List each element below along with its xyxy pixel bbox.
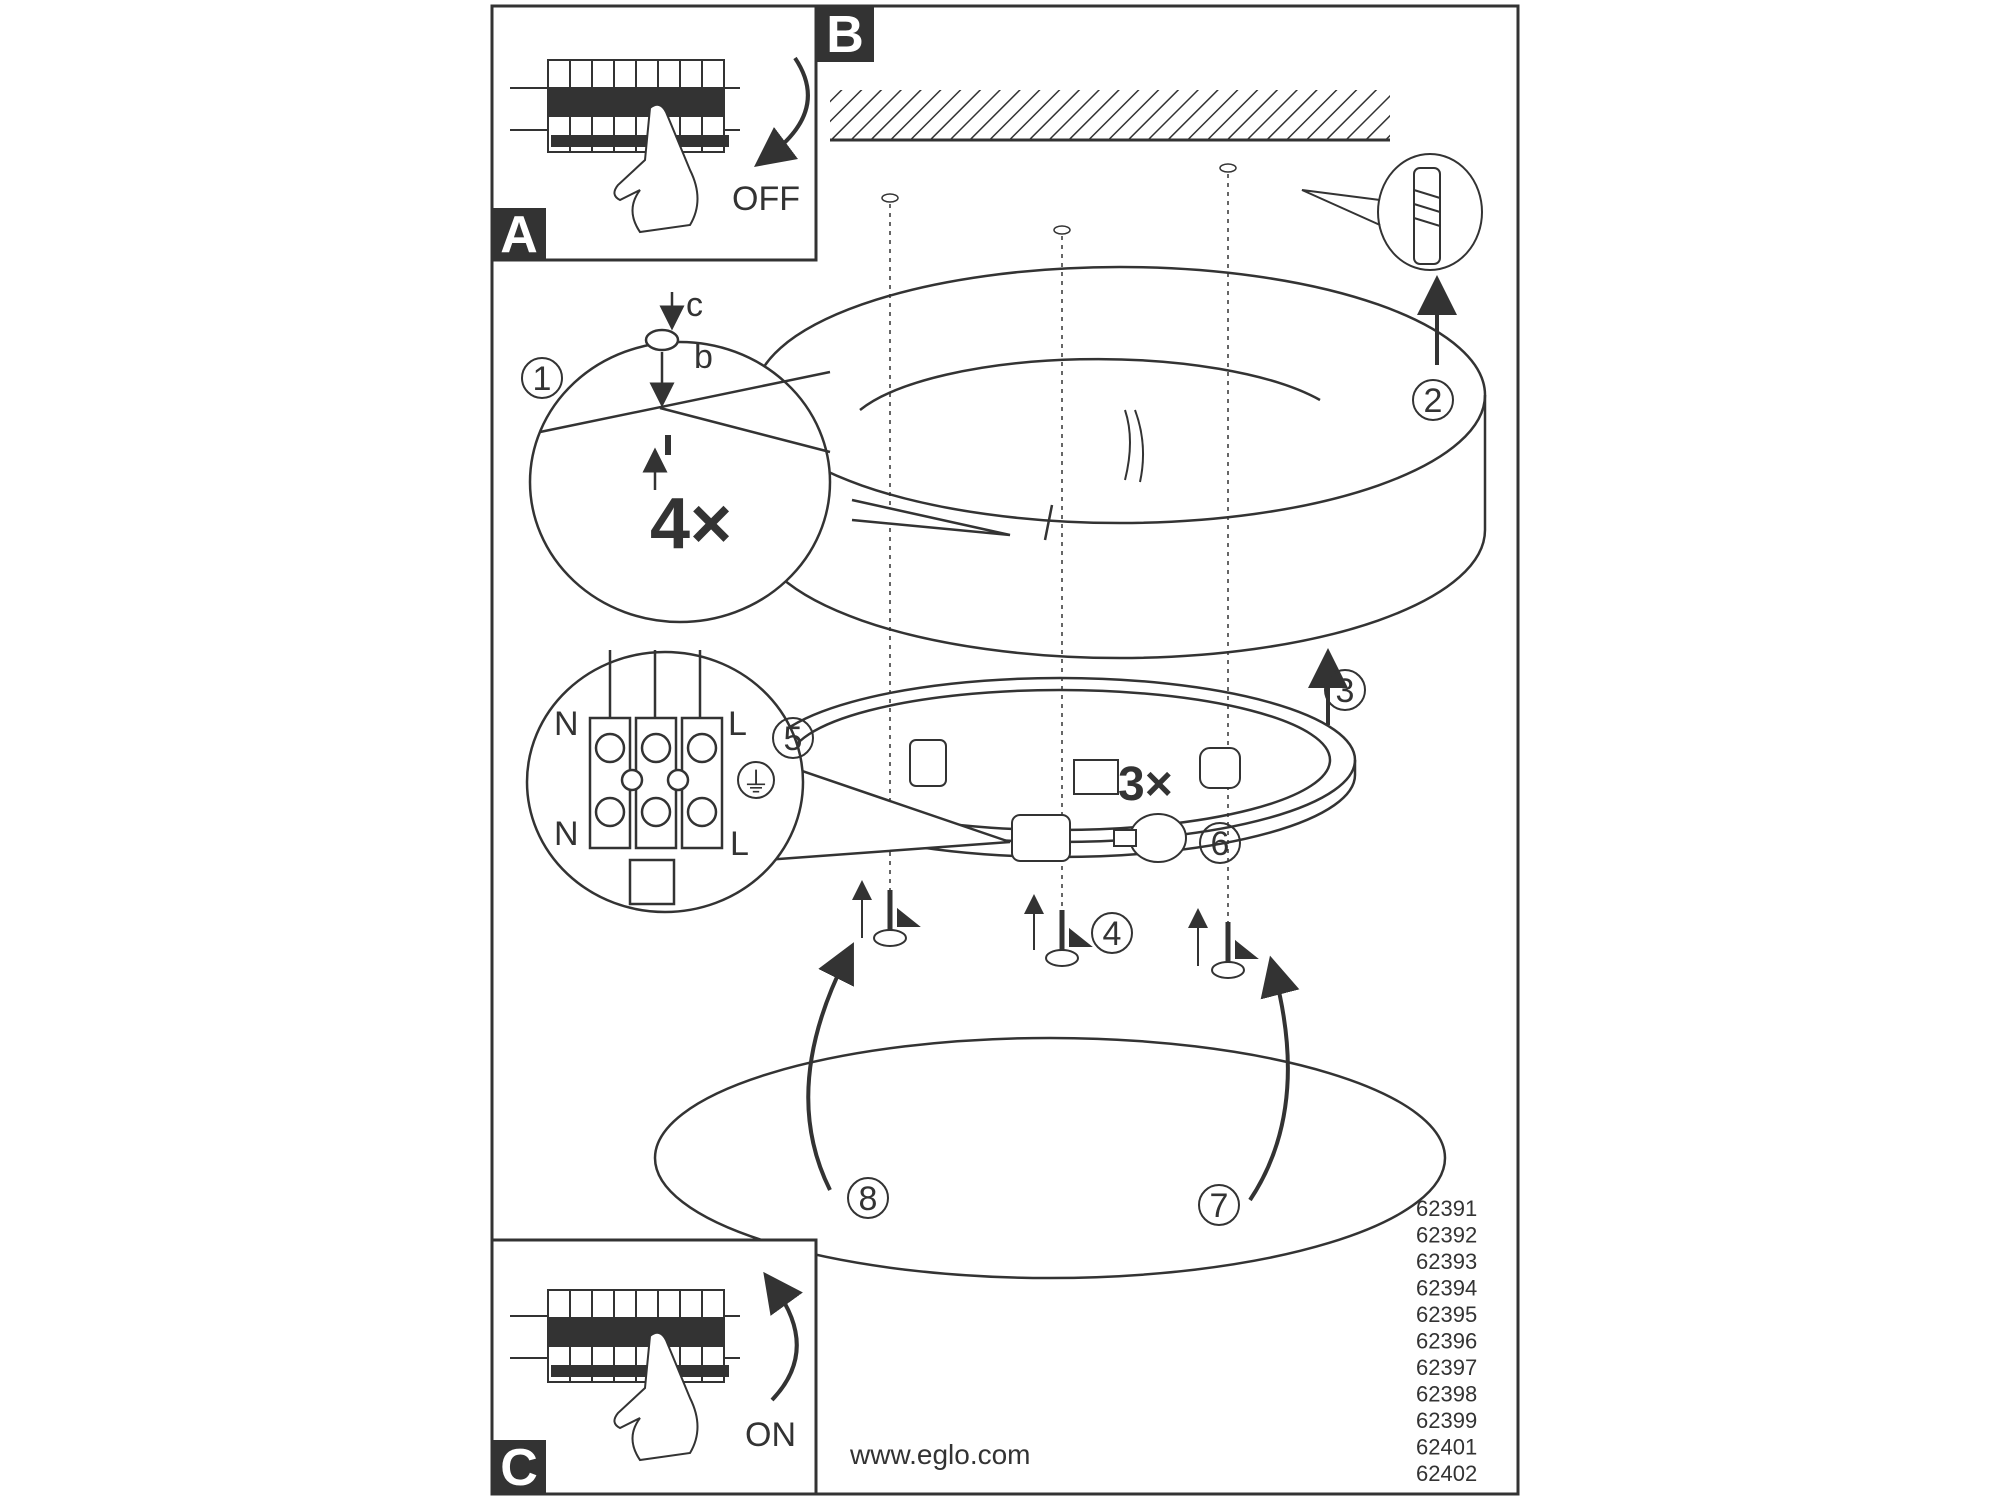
step-2: 2 — [1424, 382, 1443, 420]
label-c-box — [492, 1440, 546, 1494]
ceiling-hatching — [830, 90, 1390, 140]
arrow-curve-right — [1248, 955, 1300, 1202]
terminal-l-bottom: L — [730, 825, 749, 863]
model-number: 62397 — [1416, 1355, 1477, 1380]
model-number: 62392 — [1416, 1223, 1477, 1248]
model-number: 62394 — [1416, 1276, 1477, 1301]
screw-count: 4× — [650, 484, 732, 564]
step-3: 3 — [1336, 672, 1355, 710]
label-a-box — [492, 208, 546, 260]
model-number: 62402 — [1416, 1461, 1477, 1486]
wall-plug-callout — [1301, 153, 1483, 271]
label-b-box — [816, 6, 874, 62]
hand-icon — [613, 103, 699, 234]
terminal-n-top: N — [554, 705, 579, 743]
step-4: 4 — [1103, 915, 1122, 953]
step-6: 6 — [1211, 825, 1230, 863]
bulb-icon — [1113, 813, 1187, 863]
panel-power-off: A B OFF — [490, 4, 874, 264]
panel-power-on: C ON — [490, 1238, 818, 1497]
ceiling-screws — [852, 880, 1259, 979]
circuit-breaker-icon — [510, 1289, 740, 1383]
svg-text:⏚: ⏚ — [742, 767, 770, 798]
page-frame — [490, 4, 1520, 1496]
panel-b-label: B — [826, 6, 864, 64]
model-number: 62395 — [1416, 1302, 1477, 1327]
model-number: 62393 — [1416, 1249, 1477, 1274]
screw-head-icon — [644, 328, 680, 352]
wall-plug-icon — [1413, 167, 1441, 265]
panel-a-label: A — [500, 206, 538, 264]
model-number-list: 6239162392623936239462395623966239762398… — [1416, 1196, 1477, 1486]
model-number: 62396 — [1416, 1329, 1477, 1354]
hand-icon — [613, 1331, 699, 1462]
lamp-socket-icon — [909, 739, 1241, 862]
model-number: 62398 — [1416, 1382, 1477, 1407]
website-url: www.eglo.com — [849, 1439, 1031, 1470]
hanging-wires-icon — [1124, 409, 1144, 483]
diffuser-cover — [653, 1036, 1447, 1280]
callout-letter-c: c — [686, 286, 703, 324]
off-arrow-icon — [754, 56, 810, 168]
detail-screw-callout — [528, 292, 1011, 624]
step-1: 1 — [533, 360, 552, 398]
earth-ground-icon: ⏚ — [737, 761, 775, 799]
step-markers — [521, 357, 1454, 1226]
arrow-curve-left — [806, 942, 854, 1191]
step-8: 8 — [859, 1180, 878, 1218]
model-number: 62399 — [1416, 1408, 1477, 1433]
on-label: ON — [745, 1416, 796, 1454]
terminal-l-top: L — [728, 705, 747, 743]
step-7: 7 — [1210, 1187, 1229, 1225]
on-arrow-icon — [763, 1271, 803, 1402]
panel-c-label: C — [500, 1439, 538, 1497]
off-label: OFF — [732, 180, 800, 218]
circuit-breaker-icon — [510, 59, 740, 153]
terminal-n-bottom: N — [554, 815, 579, 853]
step-5: 5 — [784, 720, 803, 758]
lamp-shade-ring — [753, 265, 1487, 660]
bulb-count: 3× — [1118, 758, 1173, 811]
callout-letter-b: b — [694, 338, 713, 376]
model-number: 62401 — [1416, 1435, 1477, 1460]
terminal-block-callout — [525, 650, 1011, 914]
model-number: 62391 — [1416, 1196, 1477, 1221]
